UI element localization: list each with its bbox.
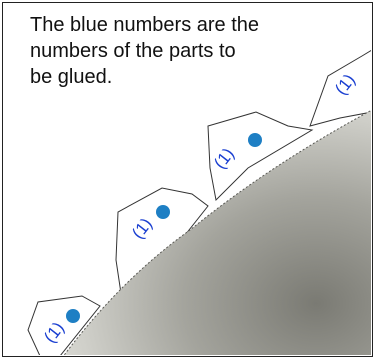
metal-disc [63,109,371,355]
glue-tab-1 [27,295,101,355]
glue-dot-1 [66,309,80,323]
instruction-caption: The blue numbers are the numbers of the … [30,14,260,88]
glue-tab-3 [207,111,314,202]
glue-dot-2 [156,205,170,219]
glue-tab-4 [309,50,371,127]
glue-dot-3 [248,133,262,147]
